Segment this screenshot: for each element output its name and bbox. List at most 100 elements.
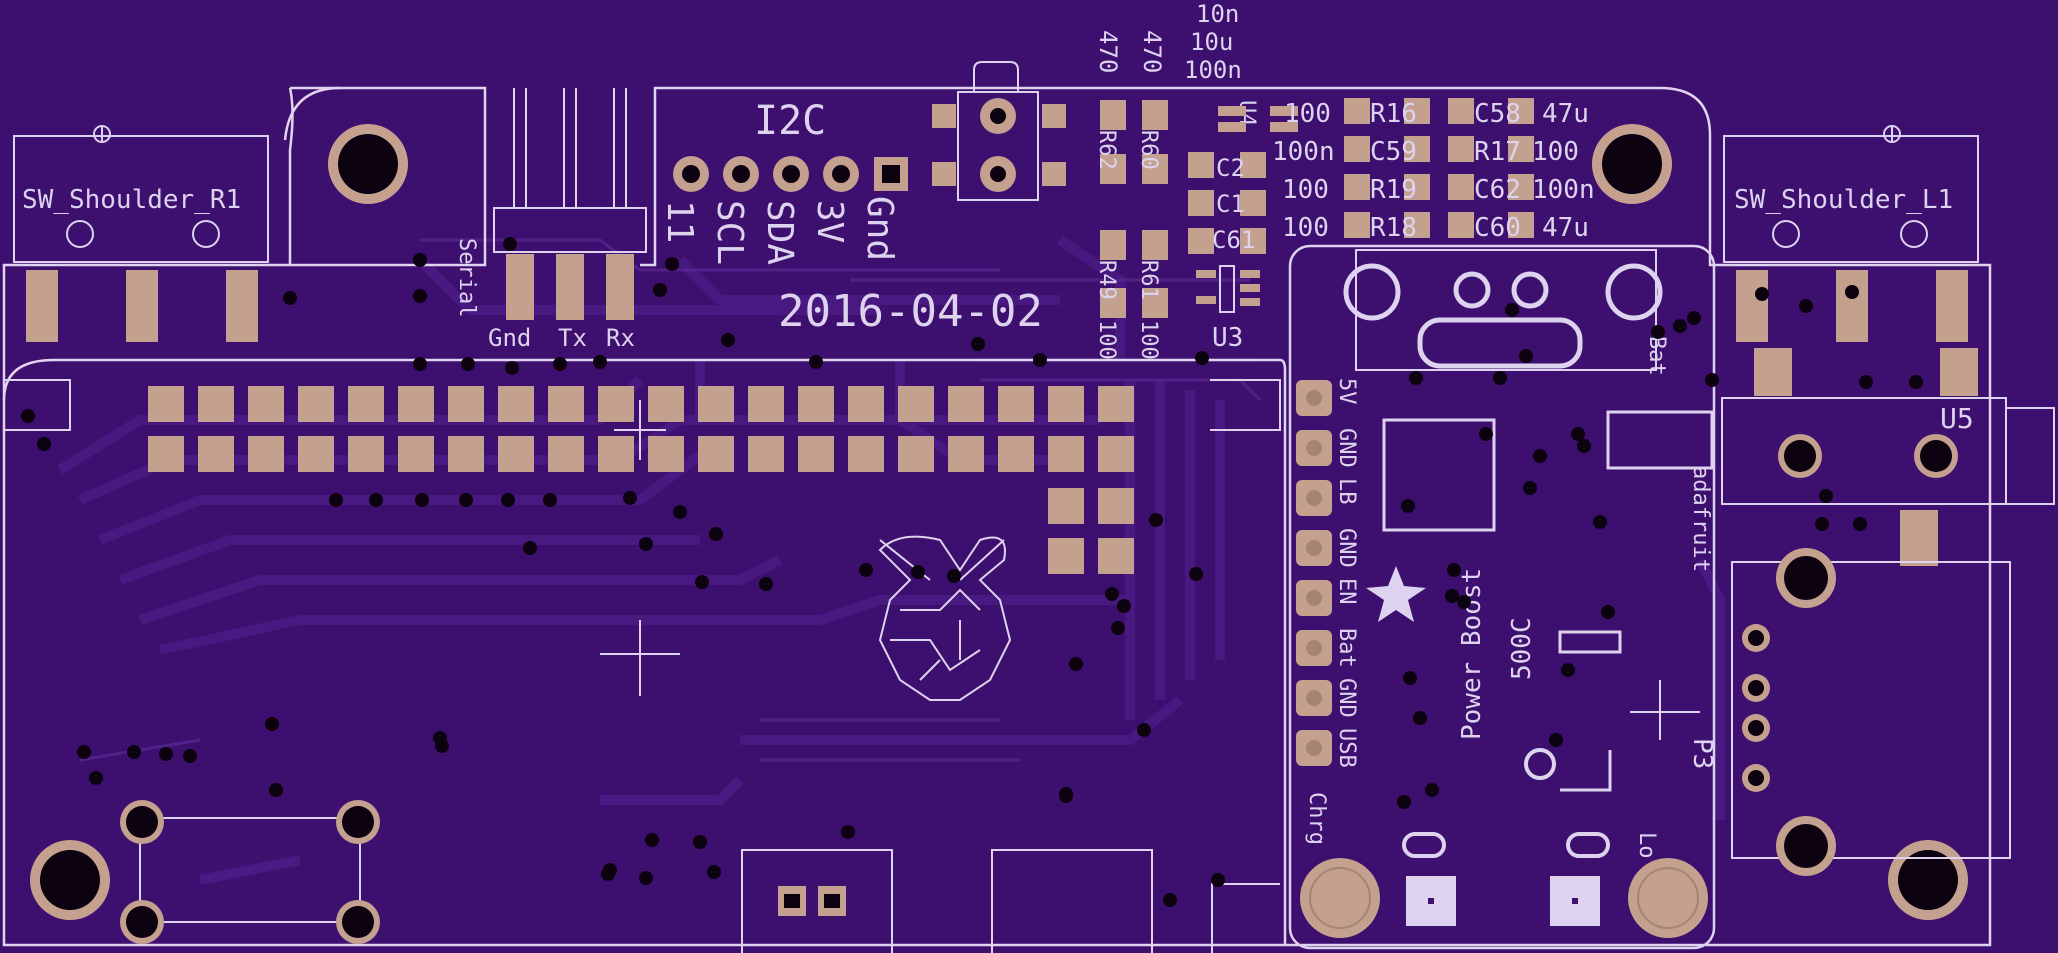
serial-rx-label: Rx bbox=[606, 324, 635, 352]
gpio-pad bbox=[998, 436, 1034, 472]
via bbox=[809, 355, 823, 369]
gpio-pad bbox=[648, 386, 684, 422]
passive-row-4: 100 R18 C60 47u bbox=[1282, 212, 1589, 243]
p3-connector: P3 bbox=[1687, 548, 2011, 876]
i2c-pin-sda: SDA bbox=[759, 200, 800, 265]
boost-pin-label: USB bbox=[1334, 728, 1359, 768]
via bbox=[707, 865, 721, 879]
via bbox=[37, 437, 51, 451]
via bbox=[265, 717, 279, 731]
via bbox=[505, 361, 519, 375]
i2c-pin-gnd: Gnd bbox=[859, 196, 900, 261]
row1-ref2: C58 bbox=[1474, 99, 1521, 129]
gpio-pad bbox=[648, 436, 684, 472]
via bbox=[1397, 795, 1411, 809]
row2-right: 100 bbox=[1532, 137, 1579, 167]
boost-pin-hole bbox=[1306, 740, 1322, 756]
gpio-pad bbox=[848, 436, 884, 472]
via bbox=[459, 493, 473, 507]
via bbox=[1117, 599, 1131, 613]
via bbox=[1687, 311, 1701, 325]
via bbox=[1447, 563, 1461, 577]
boost-pin-label: Bat bbox=[1334, 628, 1359, 668]
via bbox=[1425, 783, 1439, 797]
row4-right: 47u bbox=[1542, 213, 1589, 243]
vias bbox=[21, 237, 1923, 907]
gpio-pad bbox=[298, 386, 334, 422]
bottom-connectors bbox=[4, 379, 1281, 953]
via bbox=[501, 493, 515, 507]
boost-bat-label: Bat bbox=[1644, 336, 1669, 376]
gpio-pad bbox=[148, 386, 184, 422]
gpio-pad bbox=[598, 436, 634, 472]
via bbox=[159, 747, 173, 761]
r49-label: R49 bbox=[1094, 260, 1119, 300]
date-label: 2016-04-02 bbox=[778, 286, 1043, 337]
via bbox=[1211, 873, 1225, 887]
via bbox=[1413, 711, 1427, 725]
gpio-pad bbox=[548, 386, 584, 422]
via bbox=[693, 835, 707, 849]
boost-pin-label: 5V bbox=[1334, 378, 1359, 405]
via bbox=[1577, 439, 1591, 453]
val-100-a-label: 100 bbox=[1094, 320, 1119, 360]
via bbox=[759, 577, 773, 591]
via bbox=[283, 291, 297, 305]
via bbox=[1593, 515, 1607, 529]
sw-shoulder-r1: SW_Shoulder_R1 bbox=[13, 125, 269, 342]
gpio-pad bbox=[698, 386, 734, 422]
via bbox=[1409, 371, 1423, 385]
u5-label: U5 bbox=[1940, 402, 1974, 435]
gpio-pad bbox=[798, 436, 834, 472]
via bbox=[1137, 723, 1151, 737]
gpio-pad bbox=[348, 436, 384, 472]
sw-shoulder-r1-label: SW_Shoulder_R1 bbox=[22, 185, 241, 215]
gpio-pad bbox=[1048, 436, 1084, 472]
via bbox=[1673, 319, 1687, 333]
board-outline bbox=[2, 86, 1992, 947]
via bbox=[77, 745, 91, 759]
via bbox=[1189, 567, 1203, 581]
row1-left: 100 bbox=[1284, 99, 1331, 129]
small-2pin-pads bbox=[778, 886, 846, 916]
boost-pin-hole bbox=[1306, 490, 1322, 506]
via bbox=[1111, 621, 1125, 635]
gpio-pad bbox=[498, 436, 534, 472]
via bbox=[695, 575, 709, 589]
via bbox=[911, 565, 925, 579]
boost-pin-hole bbox=[1306, 440, 1322, 456]
gpio-pad bbox=[748, 386, 784, 422]
via bbox=[1755, 287, 1769, 301]
boost-chrg-label: Chrg bbox=[1304, 792, 1329, 845]
row3-ref1: R19 bbox=[1370, 175, 1417, 205]
via bbox=[1479, 427, 1493, 441]
via bbox=[1561, 663, 1575, 677]
gpio-pad bbox=[398, 386, 434, 422]
gpio-pad bbox=[198, 386, 234, 422]
i2c-pin-3v: 3V bbox=[809, 200, 850, 243]
gpio-pad bbox=[448, 386, 484, 422]
via bbox=[639, 537, 653, 551]
via bbox=[1445, 589, 1459, 603]
gpio-pad bbox=[748, 436, 784, 472]
via bbox=[1859, 375, 1873, 389]
cap-value-100n: 100n bbox=[1184, 56, 1242, 84]
via bbox=[623, 491, 637, 505]
boost-pin-hole bbox=[1306, 690, 1322, 706]
gpio-pad bbox=[398, 436, 434, 472]
via bbox=[593, 355, 607, 369]
via bbox=[1819, 489, 1833, 503]
passive-row-2: 100n C59 R17 100 bbox=[1272, 136, 1579, 167]
via bbox=[369, 493, 383, 507]
boost-pin-label: EN bbox=[1334, 578, 1359, 605]
via bbox=[653, 283, 667, 297]
row2-ref1: C59 bbox=[1370, 137, 1417, 167]
via bbox=[1601, 605, 1615, 619]
row4-ref1: R18 bbox=[1370, 213, 1417, 243]
via bbox=[1195, 351, 1209, 365]
row4-left: 100 bbox=[1282, 213, 1329, 243]
via bbox=[21, 409, 35, 423]
